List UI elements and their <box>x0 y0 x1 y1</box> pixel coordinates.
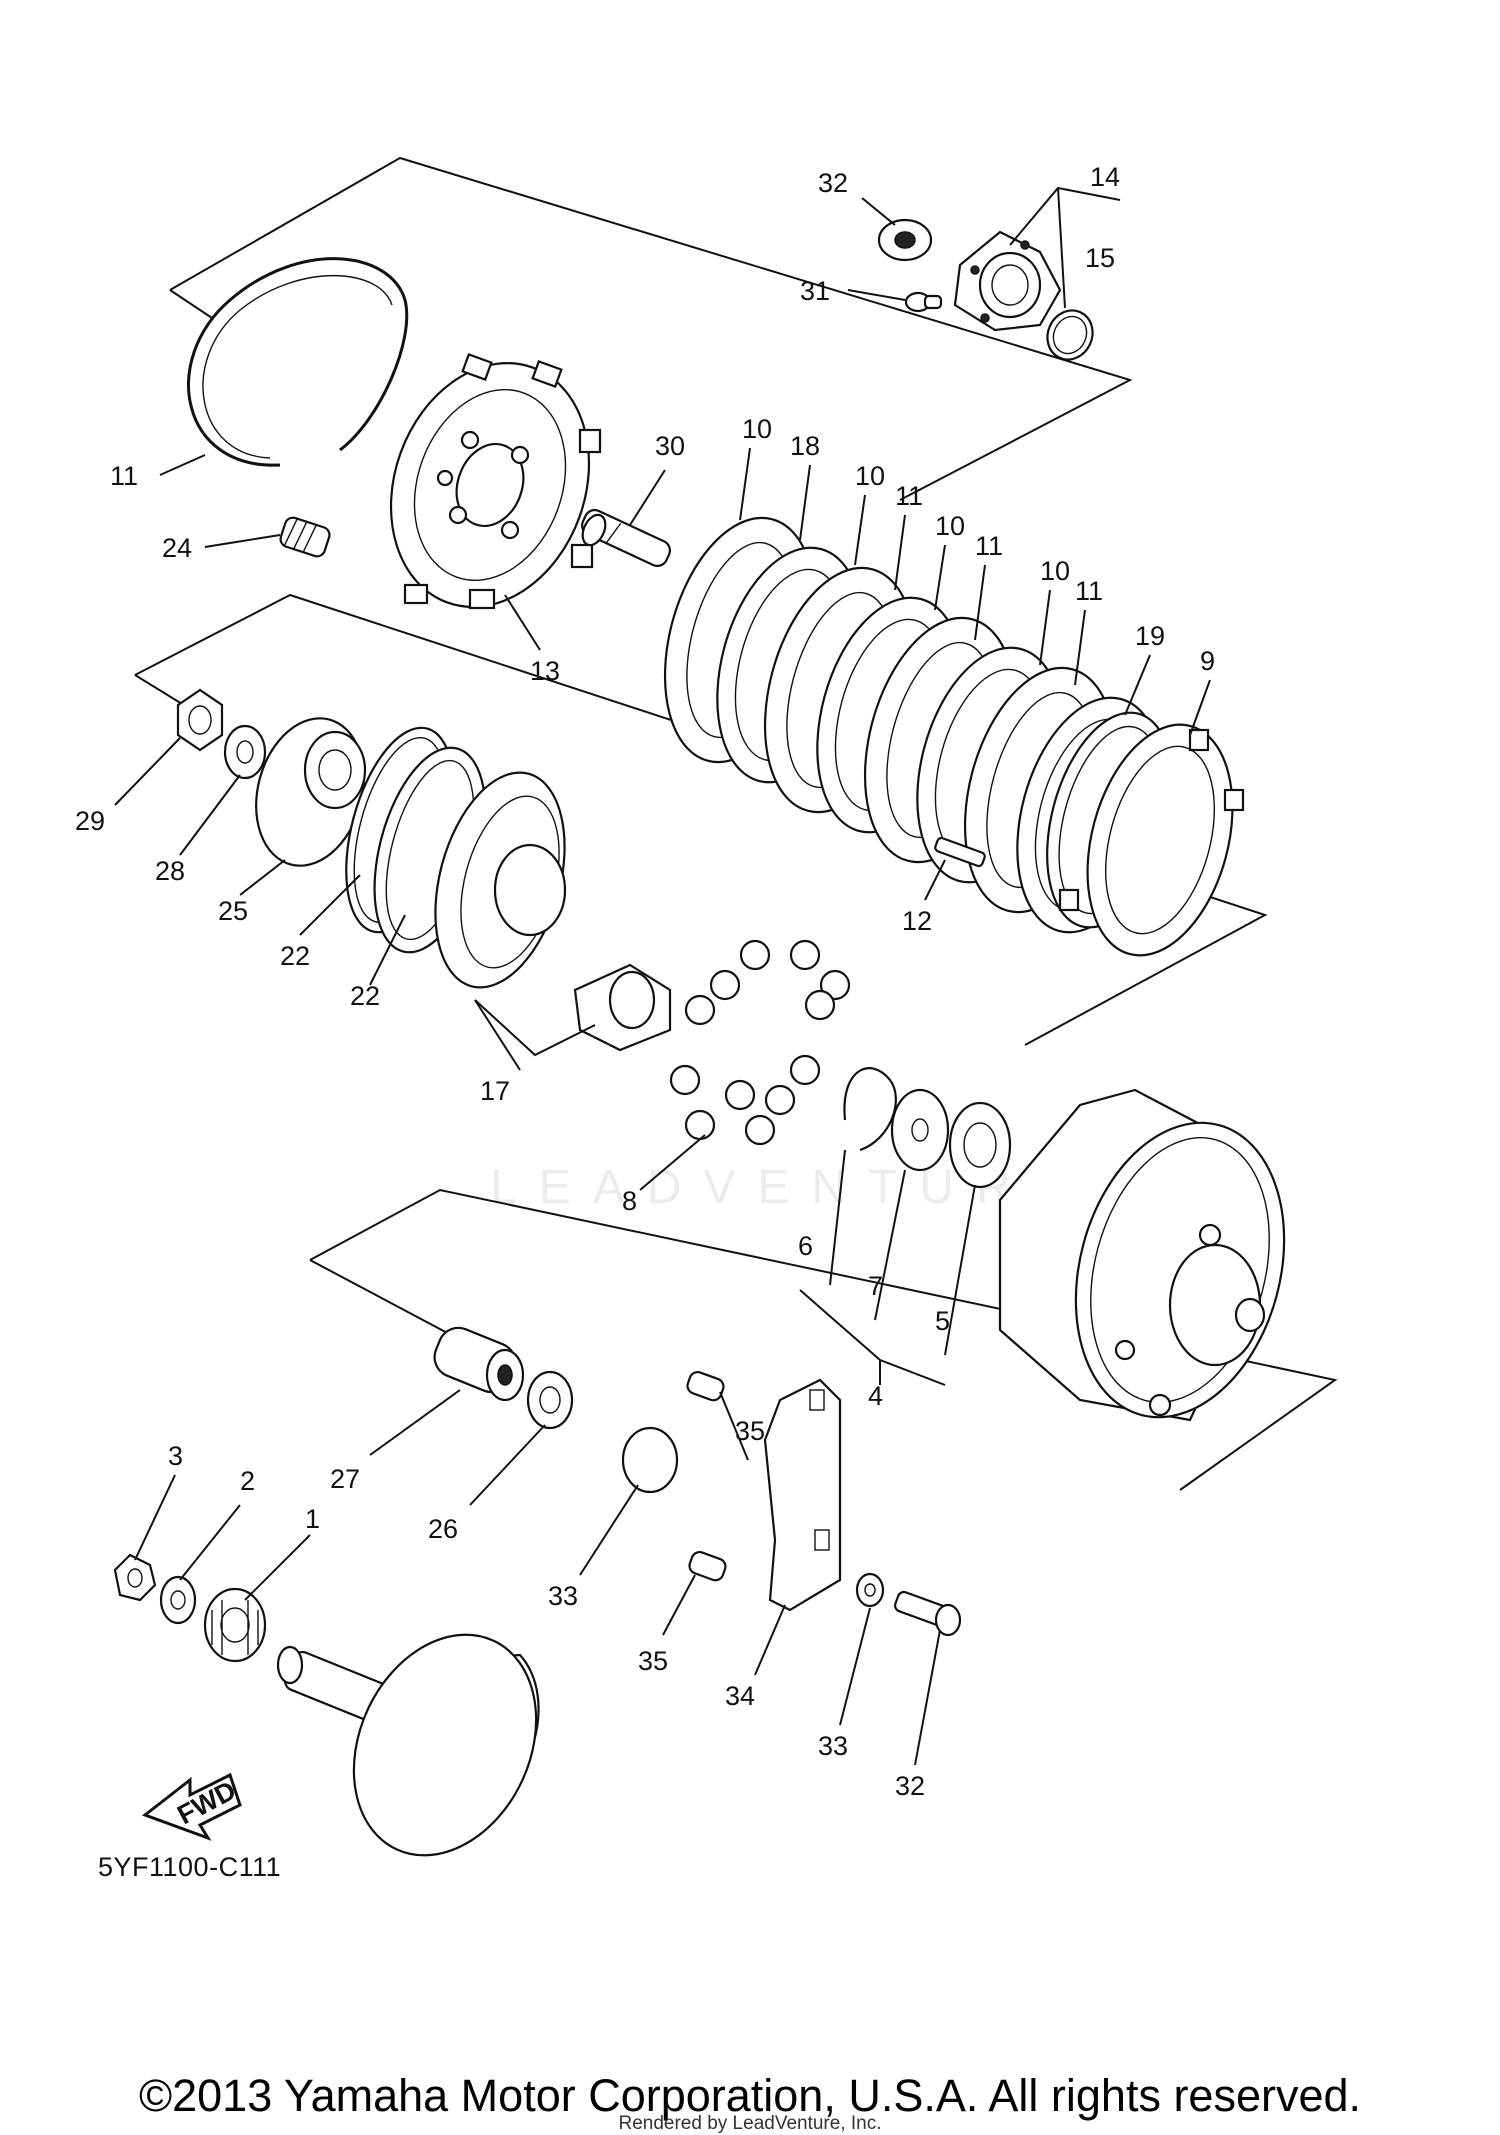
part-26-washer[interactable] <box>223 724 267 780</box>
part-27-nut[interactable] <box>176 688 224 752</box>
fwd-arrow-icon: FWD <box>141 1772 242 1841</box>
callout-11-c[interactable]: 11 <box>1075 576 1103 606</box>
callout-10-b[interactable]: 10 <box>855 461 885 491</box>
part-16-circlip[interactable] <box>187 257 409 467</box>
part-17-clutch-boss[interactable] <box>414 758 672 1052</box>
copyright-text: ©2013 Yamaha Motor Corporation, U.S.A. A… <box>138 2070 1362 2121</box>
part-34-bracket[interactable] <box>763 1378 842 1612</box>
callout-3[interactable]: 3 <box>168 1441 183 1471</box>
callout-19[interactable]: 19 <box>1135 621 1165 651</box>
part-5-thrust-bearing[interactable] <box>948 1101 1012 1189</box>
part-8-balls[interactable] <box>669 939 851 1146</box>
callout-27[interactable]: 29 <box>75 806 105 836</box>
part-2-washer[interactable] <box>159 1575 197 1625</box>
part-29-screw[interactable] <box>904 291 943 313</box>
callout-2[interactable]: 2 <box>240 1466 255 1496</box>
diagram-code: 5YF1100-C111 <box>98 1852 282 1882</box>
part-24-washer[interactable] <box>526 1370 574 1430</box>
callout-5[interactable]: 5 <box>935 1306 950 1336</box>
callout-21[interactable]: 22 <box>350 981 380 1011</box>
part-25-spacer[interactable] <box>429 1322 525 1402</box>
part-4-clutch-housing[interactable] <box>998 1088 1315 1441</box>
part-20-spring[interactable] <box>278 516 331 559</box>
part-1-gear[interactable] <box>203 1587 267 1663</box>
callout-10-c[interactable]: 10 <box>935 511 965 541</box>
callout-33[interactable]: 33 <box>818 1731 848 1761</box>
part-13-pressure-plate[interactable] <box>358 335 622 635</box>
callout-20[interactable]: 24 <box>162 533 192 563</box>
callout-labels: 11 24 13 30 32 14 15 31 10 18 10 11 10 1… <box>75 162 1215 1801</box>
callout-1[interactable]: 1 <box>305 1504 320 1534</box>
part-31-plug[interactable] <box>621 1426 679 1494</box>
crankshaft-shaft <box>276 1633 540 1857</box>
callout-35-upper[interactable]: 35 <box>735 1416 765 1446</box>
callout-25[interactable]: 27 <box>330 1464 360 1494</box>
callout-6[interactable]: 6 <box>798 1231 813 1261</box>
callout-14[interactable]: 14 <box>1090 162 1120 192</box>
callout-10-a[interactable]: 10 <box>742 414 772 444</box>
callout-34[interactable]: 34 <box>725 1681 755 1711</box>
part-6-circlip[interactable] <box>843 1067 897 1152</box>
part-3-nut[interactable] <box>113 1553 157 1602</box>
callout-24[interactable]: 26 <box>428 1514 458 1544</box>
callout-11-a[interactable]: 11 <box>895 481 923 511</box>
callout-15[interactable]: 15 <box>1085 243 1115 273</box>
callout-16[interactable]: 11 <box>110 461 138 491</box>
part-15-o-ring[interactable] <box>1039 303 1100 367</box>
part-12-bolt[interactable] <box>934 836 986 868</box>
part-32-bolt[interactable] <box>893 1590 962 1637</box>
callout-30[interactable]: 32 <box>818 168 848 198</box>
rendered-by-text: Rendered by LeadVenture, Inc. <box>618 2113 882 2134</box>
callout-31[interactable]: 33 <box>548 1581 578 1611</box>
part-7-washer[interactable] <box>890 1088 950 1172</box>
callout-17[interactable]: 17 <box>480 1076 510 1106</box>
part-9-end-plate[interactable] <box>1058 708 1256 971</box>
part-35-screw-lower[interactable] <box>687 1550 727 1583</box>
callout-28[interactable]: 30 <box>655 431 685 461</box>
callout-29[interactable]: 31 <box>800 276 830 306</box>
part-23-lock-washer[interactable] <box>240 706 379 878</box>
part-33-washer[interactable] <box>855 1572 885 1608</box>
callout-7[interactable]: 7 <box>868 1271 883 1301</box>
part-30-bearing[interactable] <box>877 218 933 262</box>
part-35-screw-upper[interactable] <box>685 1370 725 1403</box>
callout-23[interactable]: 25 <box>218 896 248 926</box>
callout-8[interactable]: 8 <box>622 1186 637 1216</box>
callout-26[interactable]: 28 <box>155 856 185 886</box>
callout-18[interactable]: 18 <box>790 431 820 461</box>
callout-11-b[interactable]: 11 <box>975 531 1003 561</box>
callout-10-d[interactable]: 10 <box>1040 556 1070 586</box>
part-14-bearing-retainer[interactable] <box>953 230 1062 332</box>
callout-13[interactable]: 13 <box>530 656 560 686</box>
callout-leader-lines <box>114 186 1211 1766</box>
callout-12[interactable]: 12 <box>902 906 932 936</box>
callout-35-lower[interactable]: 35 <box>638 1646 668 1676</box>
callout-32[interactable]: 32 <box>895 1771 925 1801</box>
callout-4[interactable]: 4 <box>868 1381 883 1411</box>
callout-22[interactable]: 22 <box>280 941 310 971</box>
part-28-push-rod[interactable] <box>578 507 673 569</box>
callout-9[interactable]: 9 <box>1200 646 1215 676</box>
